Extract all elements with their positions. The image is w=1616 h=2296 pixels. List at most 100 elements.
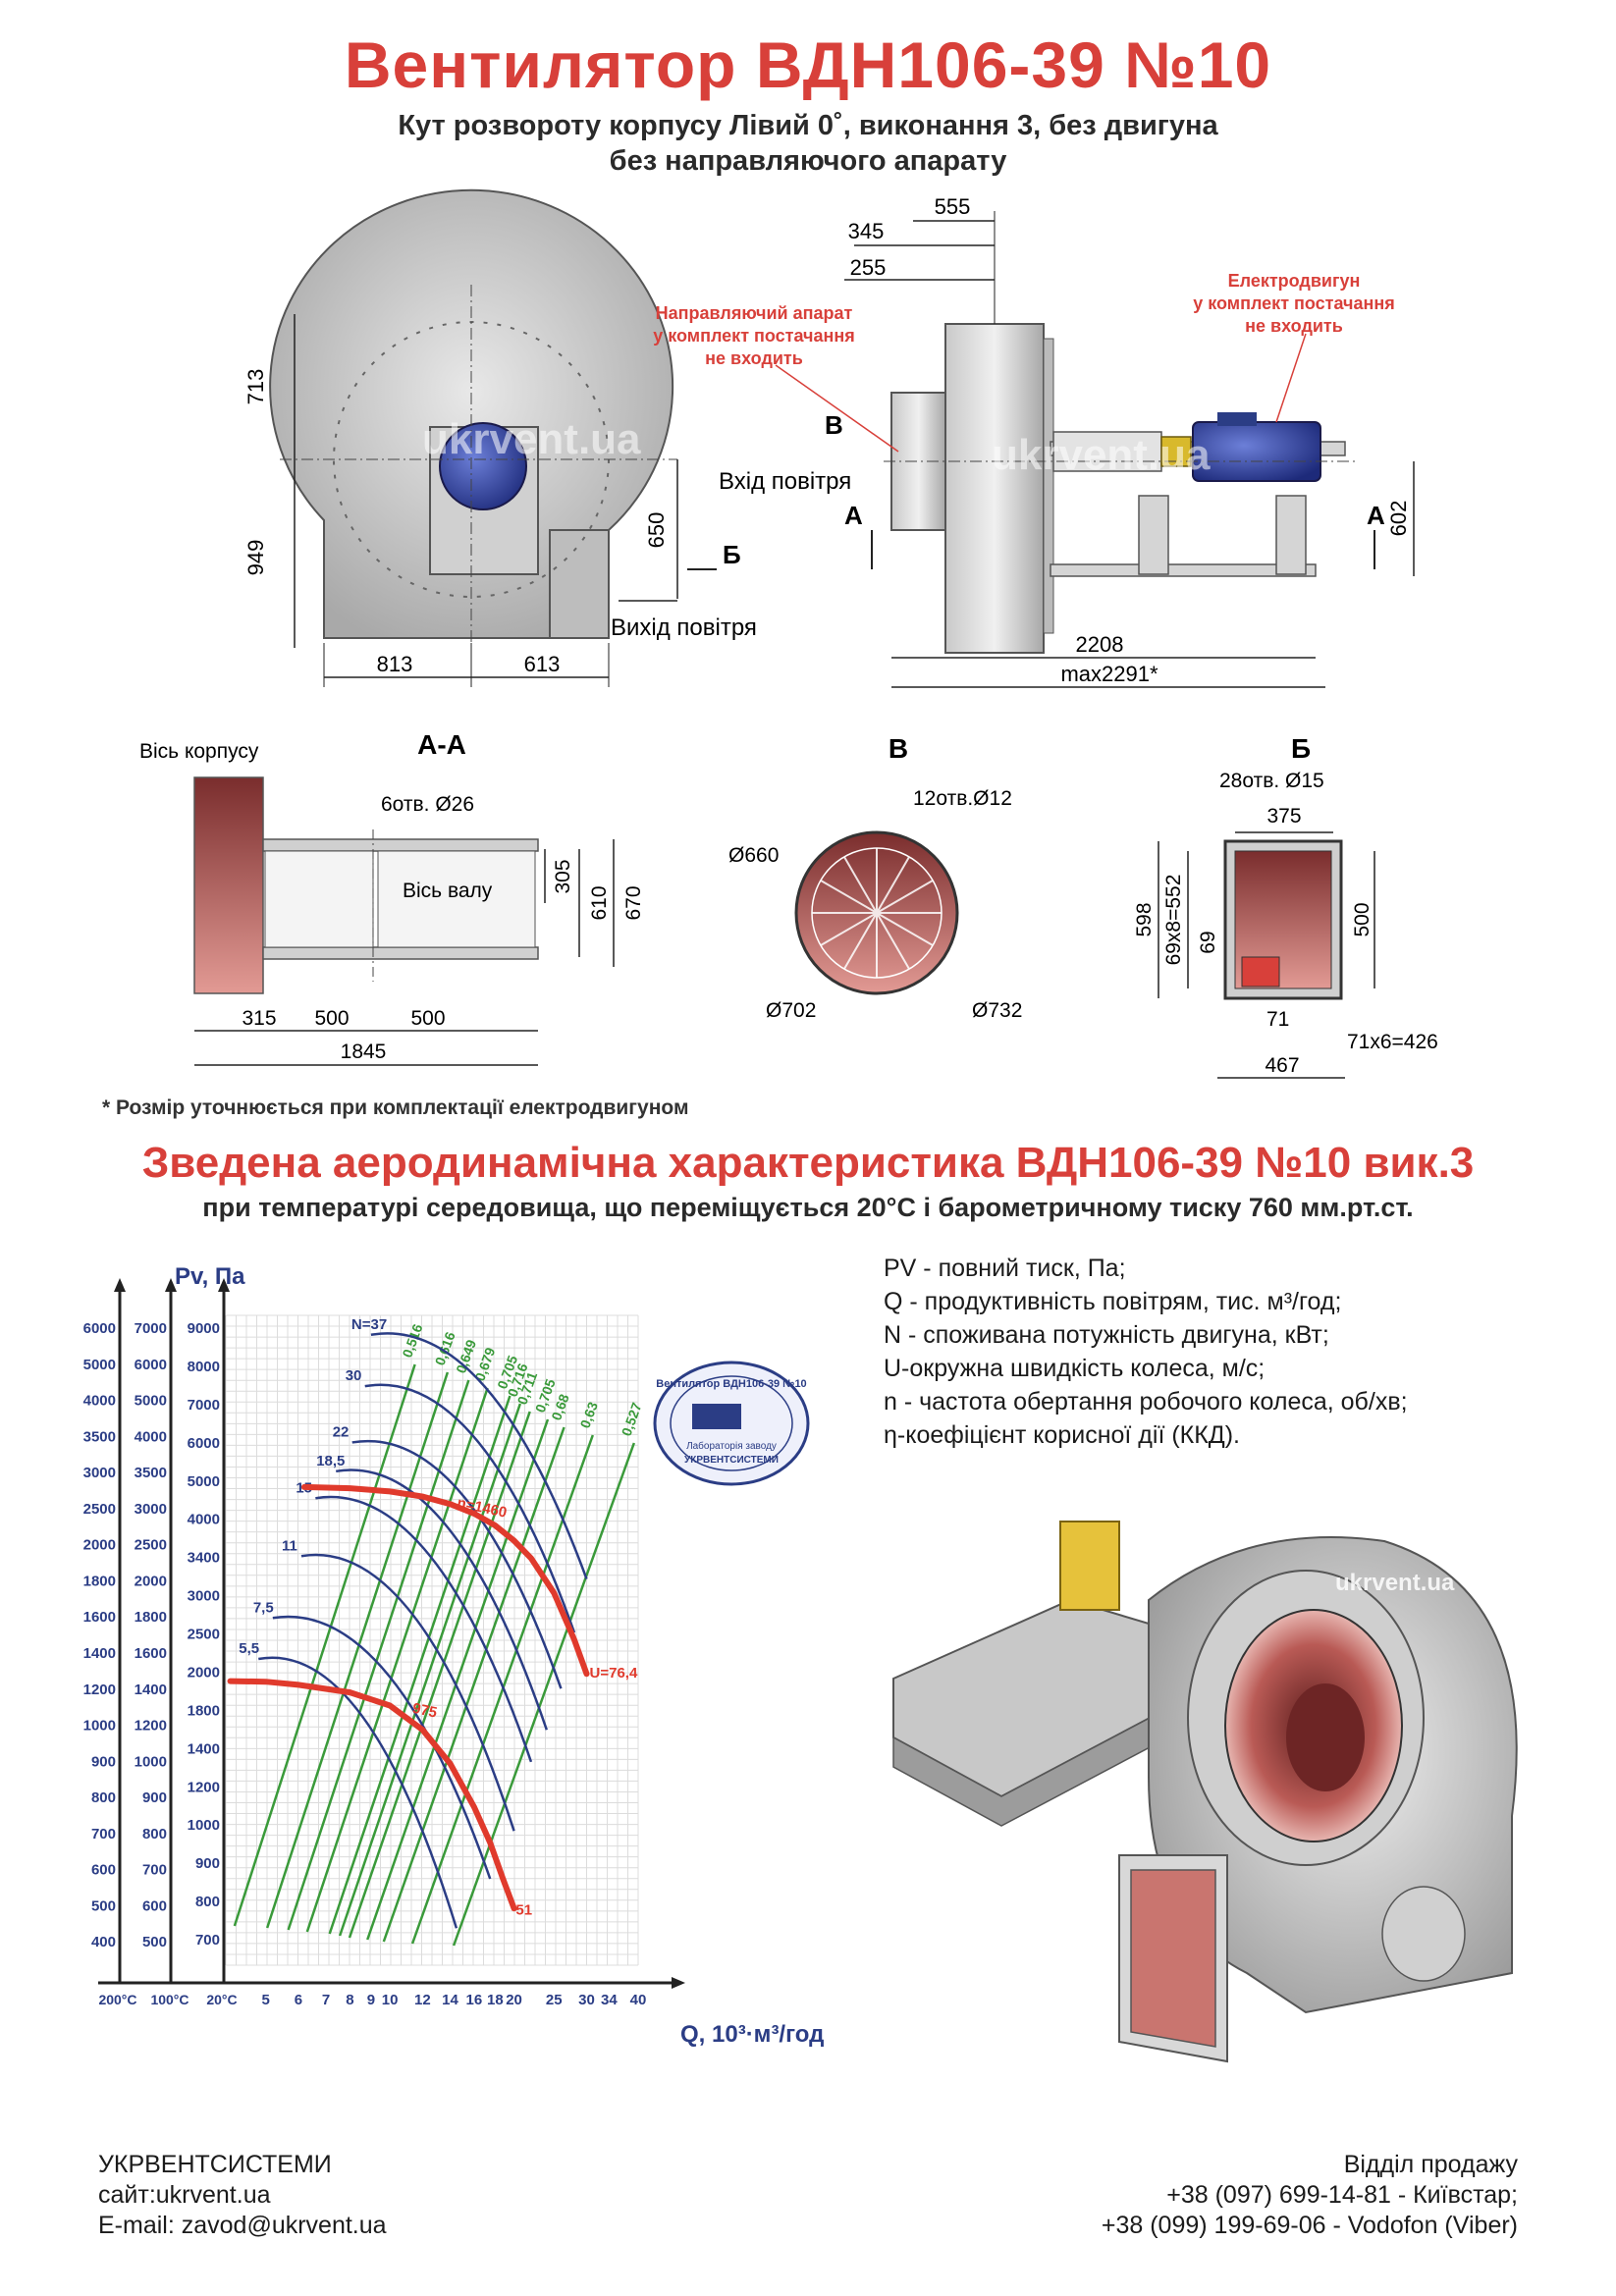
mark-b-front: Б bbox=[723, 540, 741, 569]
y-tick-label: 600 bbox=[91, 1862, 116, 1879]
speed-label-bottom: 975 bbox=[411, 1700, 439, 1722]
y-tick-label: 1000 bbox=[83, 1718, 116, 1735]
efficiency-line bbox=[382, 1426, 566, 1943]
subtitle-line-1: Кут розвороту корпусу Лівий 0˚, виконанн… bbox=[398, 110, 1218, 141]
y-tick-label: 4000 bbox=[83, 1393, 116, 1410]
dim-650: 650 bbox=[644, 512, 669, 549]
air-in-label: Вхід повітря bbox=[719, 468, 851, 495]
power-curve bbox=[364, 1383, 576, 1633]
legend-line-eta: η-коефіцієнт корисної дії (ККД). bbox=[884, 1421, 1240, 1449]
motor-note-1: Електродвигун bbox=[1228, 271, 1361, 291]
efficiency-label: 0,616 bbox=[432, 1329, 458, 1367]
phone-kyivstar[interactable]: +38 (097) 699-14-81 - Київстар; bbox=[1166, 2181, 1518, 2209]
y-tick-label: 1200 bbox=[135, 1718, 167, 1735]
dim-d660: Ø660 bbox=[728, 844, 779, 867]
technical-drawings: 713 949 650 813 613 Б Вихід повітря 555 … bbox=[139, 188, 1438, 1079]
y-axis-arrow bbox=[218, 1278, 230, 1292]
power-curve bbox=[351, 1439, 563, 1689]
y-tick-label: 1600 bbox=[135, 1645, 167, 1662]
x-tick-label: 10 bbox=[382, 1992, 399, 2008]
site-link[interactable]: сайт:ukrvent.ua bbox=[98, 2181, 271, 2209]
y-tick-label: 4000 bbox=[188, 1512, 220, 1528]
x-temp-label: 100°C bbox=[150, 1992, 189, 2007]
dim-613: 613 bbox=[524, 652, 561, 676]
y-tick-label: 900 bbox=[142, 1789, 167, 1806]
dim-d732: Ø732 bbox=[972, 999, 1022, 1022]
y-tick-label: 500 bbox=[91, 1897, 116, 1914]
y-tick-label: 4000 bbox=[135, 1428, 167, 1445]
y-tick-label: 700 bbox=[195, 1932, 220, 1949]
lab-stamp: Вентилятор ВДН106-39 №10 Лабораторія зав… bbox=[653, 1361, 810, 1486]
y-tick-label: 700 bbox=[142, 1862, 167, 1879]
x-tick-label: 14 bbox=[442, 1992, 458, 2008]
watermark-front: ukrvent.ua bbox=[422, 415, 641, 463]
y-tick-label: 2000 bbox=[83, 1537, 116, 1554]
u-label-top: U=76,4 bbox=[590, 1665, 638, 1682]
x-tick-label: 12 bbox=[414, 1992, 431, 2008]
mark-a-right: А bbox=[1367, 501, 1385, 530]
dim-315: 315 bbox=[242, 1007, 276, 1030]
stamp-line-2: Лабораторія заводу bbox=[686, 1440, 777, 1452]
y-tick-label: 9000 bbox=[188, 1320, 220, 1337]
phone-vodafone[interactable]: +38 (099) 199-69-06 - Vodofon (Viber) bbox=[1101, 2212, 1518, 2239]
dim-467: 467 bbox=[1265, 1054, 1299, 1077]
legend-line-rpm: n - частота обертання робочого колеса, о… bbox=[884, 1388, 1408, 1415]
x-axis-arrow bbox=[672, 1977, 685, 1989]
y-tick-label: 3000 bbox=[135, 1501, 167, 1518]
power-curve bbox=[300, 1553, 515, 1832]
y-tick-label: 800 bbox=[195, 1894, 220, 1910]
dim-610: 610 bbox=[588, 885, 611, 920]
email-link[interactable]: E-mail: zavod@ukrvent.ua bbox=[98, 2212, 387, 2239]
y-tick-label: 2500 bbox=[135, 1537, 167, 1554]
efficiency-line bbox=[366, 1418, 550, 1941]
y-tick-label: 7000 bbox=[135, 1320, 167, 1337]
section-aa-title: А-А bbox=[417, 729, 466, 760]
power-curve bbox=[258, 1656, 458, 1929]
chart-title: Зведена аеродинамічна характеристика ВДН… bbox=[141, 1139, 1475, 1187]
x-tick-label: 9 bbox=[367, 1992, 375, 2008]
y-tick-label: 400 bbox=[91, 1934, 116, 1950]
guide-note-1: Направляючий апарат bbox=[656, 303, 853, 323]
section-b-title: Б bbox=[1291, 733, 1311, 764]
page-title: Вентилятор ВДН106-39 №10 bbox=[344, 28, 1272, 101]
y-tick-label: 1200 bbox=[83, 1682, 116, 1698]
dim-813: 813 bbox=[377, 652, 413, 676]
section-v-title: В bbox=[889, 733, 908, 764]
y-tick-label: 1800 bbox=[188, 1702, 220, 1719]
efficiency-line bbox=[328, 1395, 512, 1935]
x-temp-label: 200°C bbox=[98, 1992, 136, 2007]
dim-2208: 2208 bbox=[1076, 632, 1124, 657]
aa-holes: 6отв. Ø26 bbox=[381, 793, 474, 816]
y-tick-label: 1000 bbox=[188, 1817, 220, 1834]
power-label: 7,5 bbox=[253, 1599, 274, 1616]
dim-713: 713 bbox=[243, 369, 268, 405]
power-label: 22 bbox=[333, 1423, 350, 1440]
guide-note-2: у комплект постачання bbox=[653, 326, 855, 346]
motor-note-3: не входить bbox=[1245, 316, 1343, 336]
y-tick-label: 1000 bbox=[135, 1753, 167, 1770]
chart-subtitle: при температурі середовища, що переміщує… bbox=[202, 1193, 1414, 1222]
x-tick-label: 20 bbox=[506, 1992, 522, 2008]
y-axis-arrow bbox=[165, 1278, 177, 1292]
dim-500: 500 bbox=[1351, 902, 1374, 936]
dim-598: 598 bbox=[1133, 902, 1156, 936]
y-tick-label: 900 bbox=[91, 1753, 116, 1770]
y-axis-title: Pv, Па bbox=[175, 1266, 245, 1290]
x-tick-label: 5 bbox=[262, 1992, 270, 2008]
watermark-side: ukrvent.ua bbox=[992, 431, 1211, 479]
axis-shaft-label: Вісь валу bbox=[403, 880, 493, 902]
power-curve bbox=[315, 1495, 533, 1763]
footer-left: УКРВЕНТСИСТЕМИ сайт:ukrvent.ua E-mail: z… bbox=[98, 2150, 387, 2241]
y-tick-label: 6000 bbox=[188, 1435, 220, 1452]
front-view: 713 949 650 813 613 Б Вихід повітря bbox=[243, 188, 757, 687]
dim-d702: Ø702 bbox=[766, 999, 816, 1022]
dim-1845: 1845 bbox=[341, 1041, 387, 1063]
sales-title: Відділ продажу bbox=[1343, 2151, 1518, 2178]
footnote: * Розмір уточнюється при комплектації ел… bbox=[102, 1096, 689, 1119]
dim-255: 255 bbox=[850, 255, 887, 280]
efficiency-line bbox=[287, 1379, 470, 1931]
y-tick-label: 1400 bbox=[188, 1740, 220, 1757]
